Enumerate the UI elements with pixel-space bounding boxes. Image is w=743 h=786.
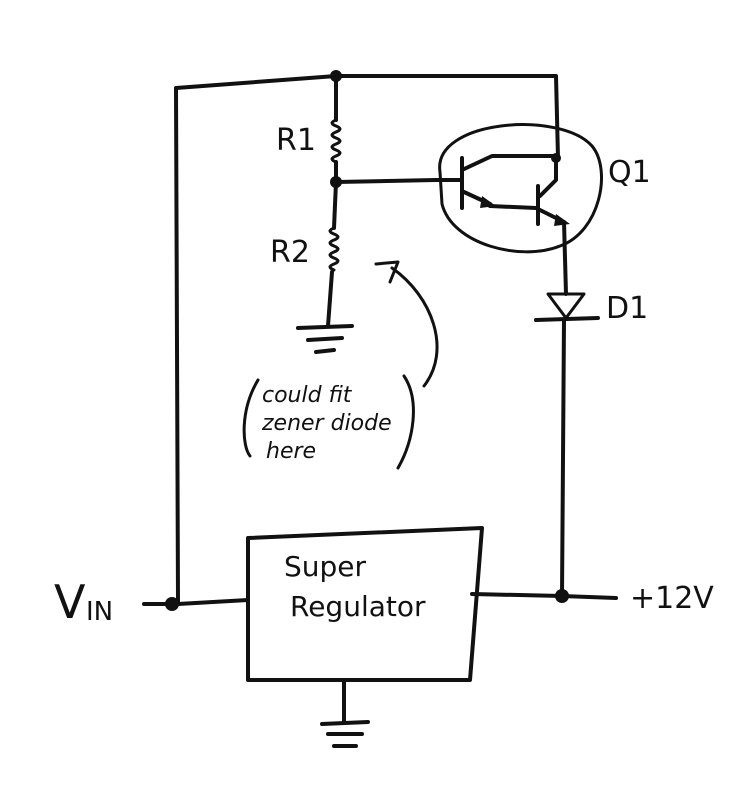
label-r2: R2: [270, 235, 310, 270]
divider-to-base-wire: [334, 178, 464, 184]
label-output: +12V: [630, 581, 714, 616]
label-q1: Q1: [608, 155, 651, 190]
q1-enclosure: [438, 123, 603, 254]
label-vin-v: V: [54, 575, 86, 629]
annotation-bracket-right: [396, 374, 415, 470]
super-regulator-block: Super Regulator: [246, 526, 484, 682]
annotation-arrow: [374, 260, 439, 388]
annotation-line1: could fit: [262, 383, 353, 408]
junction-top: [330, 70, 342, 82]
regulator-label-line2: Regulator: [290, 590, 426, 623]
ground-regulator: [320, 678, 370, 748]
annotation-bracket-left: [242, 378, 260, 458]
annotation-line2: zener diode: [261, 411, 392, 436]
label-vin-sub: IN: [86, 597, 113, 627]
resistor-r1: [330, 74, 342, 184]
label-r1: R1: [276, 123, 316, 158]
junction-output: [555, 589, 569, 603]
annotation-line3: here: [266, 439, 316, 464]
diode-d1: [534, 292, 600, 322]
d1-to-output-wire: [560, 318, 566, 598]
junction-vin: [165, 597, 179, 611]
resistor-r2: [326, 180, 340, 328]
regulator-label-line1: Super: [284, 550, 367, 583]
label-d1: D1: [606, 291, 648, 326]
emitter-to-d1-wire: [562, 220, 568, 296]
output-wire: [470, 592, 618, 600]
vin-input-wire: [142, 598, 250, 606]
ground-r2: [296, 324, 354, 354]
transistor-q1: [438, 123, 603, 254]
